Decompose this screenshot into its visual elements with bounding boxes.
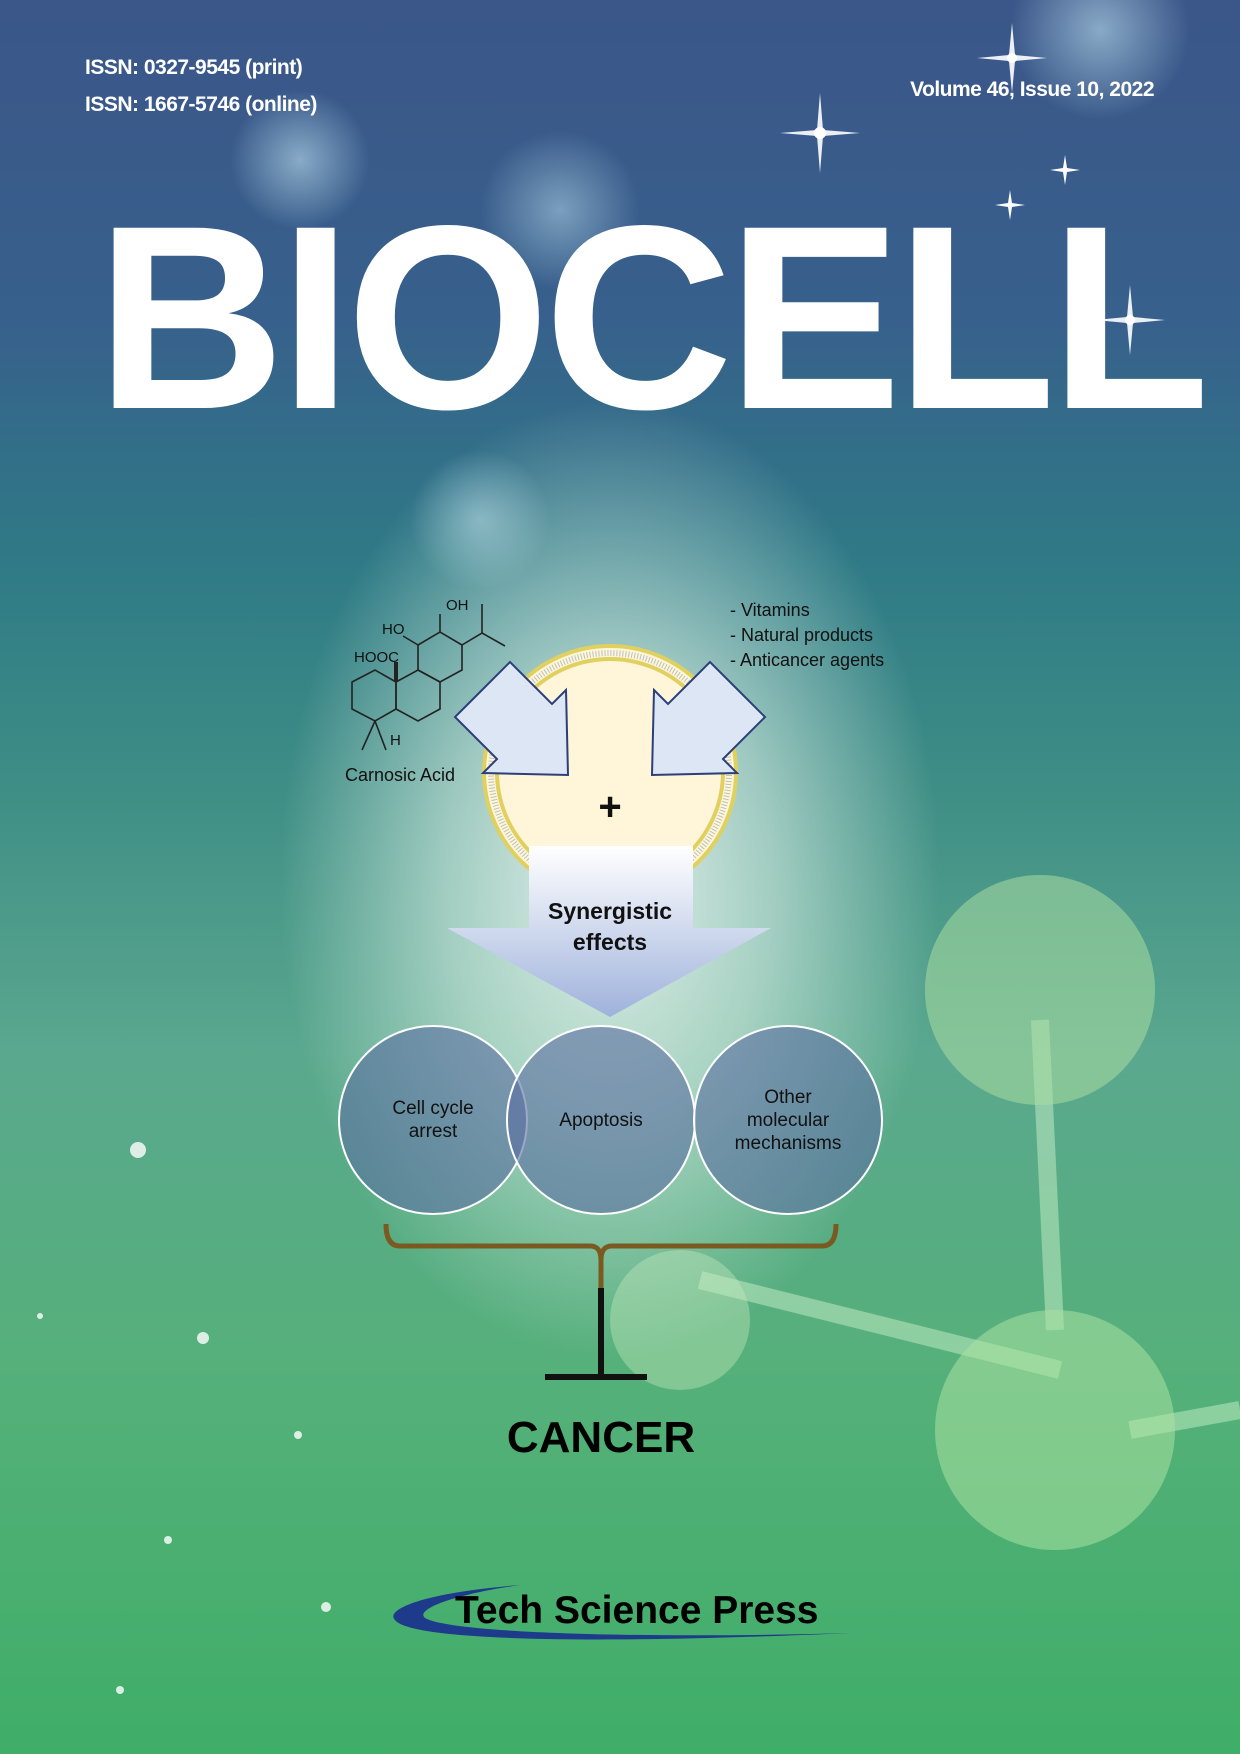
mechanism-text: Apoptosis [559,1109,643,1131]
input-arrows [453,660,767,777]
journal-title: BIOCELL [96,171,1210,464]
bracket [383,1223,839,1261]
ho-label: HO [382,621,405,638]
plus-sign: + [598,785,621,829]
target-label: CANCER [507,1413,695,1462]
mechanism-apoptosis: Apoptosis [506,1025,696,1215]
molecule-decoration [37,875,1240,1694]
mechanism-text: mechanisms [734,1132,842,1154]
issn-print: ISSN: 0327-9545 (print) [85,56,303,79]
synergy-label: Synergistic [548,898,672,924]
sparkles [780,23,1165,355]
agent-item: - Natural products [730,625,873,645]
mechanism-text: arrest [408,1121,458,1142]
mechanism-text: Cell cycle [392,1098,474,1119]
publisher-name: Tech Science Press [455,1589,819,1632]
compound-label: Carnosic Acid [345,765,455,785]
mechanism-text: Other [764,1086,812,1108]
synergy-label: effects [573,929,647,955]
volume-issue: Volume 46, Issue 10, 2022 [910,78,1154,101]
agent-item: - Anticancer agents [730,650,884,670]
agent-item: - Vitamins [730,600,810,620]
oh-label: OH [446,597,469,614]
carnosic-acid-structure [351,604,506,751]
h-label: H [390,732,401,749]
sparkle-icons [780,23,1165,355]
mechanism-text: molecular [746,1109,830,1131]
hooc-label: HOOC [354,649,399,666]
issn-online: ISSN: 1667-5746 (online) [85,93,317,116]
publisher-logo: Tech Science Press [393,1585,850,1640]
synergy-arrow [447,846,771,1017]
